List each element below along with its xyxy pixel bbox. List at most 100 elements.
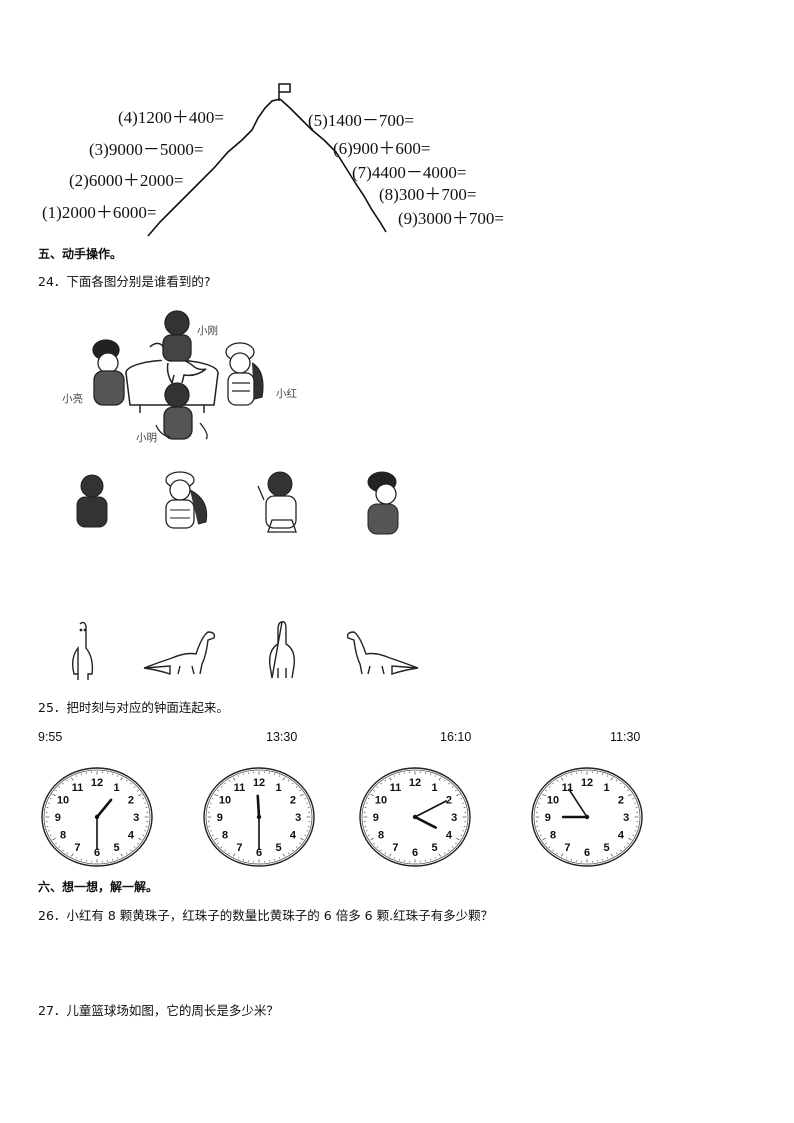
clock-center xyxy=(584,814,590,820)
clock-tick xyxy=(460,834,463,836)
clock-tick xyxy=(300,793,304,797)
clock-tick xyxy=(55,842,57,845)
time-label-3[interactable]: 16:10 xyxy=(440,730,472,744)
clock-tick xyxy=(214,793,218,797)
clock-number: 6 xyxy=(94,847,100,859)
clock-tick xyxy=(548,786,551,788)
clock-number: 1 xyxy=(276,782,282,794)
clock-number: 12 xyxy=(253,777,265,789)
child-xiaoming xyxy=(155,382,208,440)
clock-tick xyxy=(211,798,214,800)
clock-number: 7 xyxy=(392,842,398,854)
clock-number: 8 xyxy=(222,829,228,841)
clock-number: 4 xyxy=(446,829,453,841)
clock-tick xyxy=(237,775,240,777)
clock-tick xyxy=(380,849,382,852)
clock-number: 8 xyxy=(550,829,556,841)
child-view-4[interactable] xyxy=(360,470,410,536)
clock-tick xyxy=(620,782,622,785)
label-xiaoliang: 小亮 xyxy=(62,393,83,405)
clock-tick xyxy=(373,842,375,845)
equation-2: (2)6000＋2000= xyxy=(69,171,184,190)
clock-tick xyxy=(448,782,450,785)
clock-number: 7 xyxy=(74,842,80,854)
clock-tick xyxy=(434,775,437,777)
question-25-text: 25．把时刻与对应的钟面连起来。 xyxy=(38,700,229,715)
clock-number: 2 xyxy=(290,795,296,807)
clock-tick xyxy=(52,793,56,797)
clock-tick xyxy=(49,834,52,836)
equation-1: (1)2000＋6000= xyxy=(42,203,157,222)
child-view-3[interactable] xyxy=(254,470,306,536)
clock-tick xyxy=(616,852,618,855)
clock-tick xyxy=(456,793,460,797)
clock-rim-inner xyxy=(205,769,313,865)
clock-tick xyxy=(380,782,382,785)
clock-tick xyxy=(126,852,128,855)
clock-tick xyxy=(620,849,622,852)
clock-tick xyxy=(282,777,285,781)
clock-number: 6 xyxy=(412,847,418,859)
clock-number: 10 xyxy=(375,795,387,807)
time-label-1[interactable]: 9:55 xyxy=(38,730,63,744)
clock-tick xyxy=(295,846,298,848)
clock-tick xyxy=(133,786,136,788)
clock-number: 11 xyxy=(562,782,574,794)
child-view-2[interactable] xyxy=(158,470,216,532)
clock-tick xyxy=(62,849,64,852)
time-label-4[interactable]: 11:30 xyxy=(610,730,641,744)
clock-tick xyxy=(217,789,219,792)
clock-tick xyxy=(367,834,370,836)
clock-number: 10 xyxy=(547,795,559,807)
clock-number: 12 xyxy=(581,777,593,789)
clock-tick xyxy=(120,777,123,781)
clock-number: 8 xyxy=(60,829,66,841)
clock-number: 6 xyxy=(584,847,590,859)
clock-tick xyxy=(632,798,635,800)
clock-tick xyxy=(228,852,230,855)
clock-number: 4 xyxy=(290,829,297,841)
clock-tick xyxy=(448,849,450,852)
dinosaur-view-1[interactable] xyxy=(64,618,100,682)
clock-tick xyxy=(545,789,547,792)
clock-tick xyxy=(130,782,132,785)
equation-9: (9)3000＋700= xyxy=(398,209,504,228)
clock-tick xyxy=(542,793,546,797)
clock-hour-hand xyxy=(95,798,113,819)
clock-tick xyxy=(389,853,392,857)
clock-tick xyxy=(384,852,386,855)
clock-tick xyxy=(66,852,68,855)
dinosaur-view-4[interactable] xyxy=(342,626,422,678)
dinosaur-view-2[interactable] xyxy=(140,626,220,678)
clock-tick xyxy=(565,857,568,859)
time-label-2[interactable]: 13:30 xyxy=(266,730,298,744)
clock-tick xyxy=(451,786,454,788)
clock-tick xyxy=(133,846,136,848)
mountain-left-slope xyxy=(147,98,281,237)
clock-tick xyxy=(376,786,379,788)
clock-tick xyxy=(628,793,632,797)
clock-tick xyxy=(304,798,307,800)
clock-tick xyxy=(434,857,437,859)
clock-number: 12 xyxy=(409,777,421,789)
child-view-1[interactable] xyxy=(72,472,112,532)
clock-number: 10 xyxy=(219,795,231,807)
clock-number: 1 xyxy=(604,782,610,794)
clock-tick xyxy=(299,842,301,845)
equation-4: (4)1200＋400= xyxy=(118,108,224,127)
dinosaur-view-3[interactable] xyxy=(262,618,302,682)
clock-tick xyxy=(556,852,558,855)
clock-tick xyxy=(224,849,226,852)
clock-tick xyxy=(376,846,379,848)
clock-tick xyxy=(623,846,626,848)
equation-5: (5)1400－700= xyxy=(308,111,414,130)
clock-number: 3 xyxy=(451,812,457,824)
clock-tick xyxy=(561,777,564,781)
clock-tick xyxy=(561,853,564,857)
clock-number: 3 xyxy=(133,812,139,824)
clock-tick xyxy=(116,775,119,777)
